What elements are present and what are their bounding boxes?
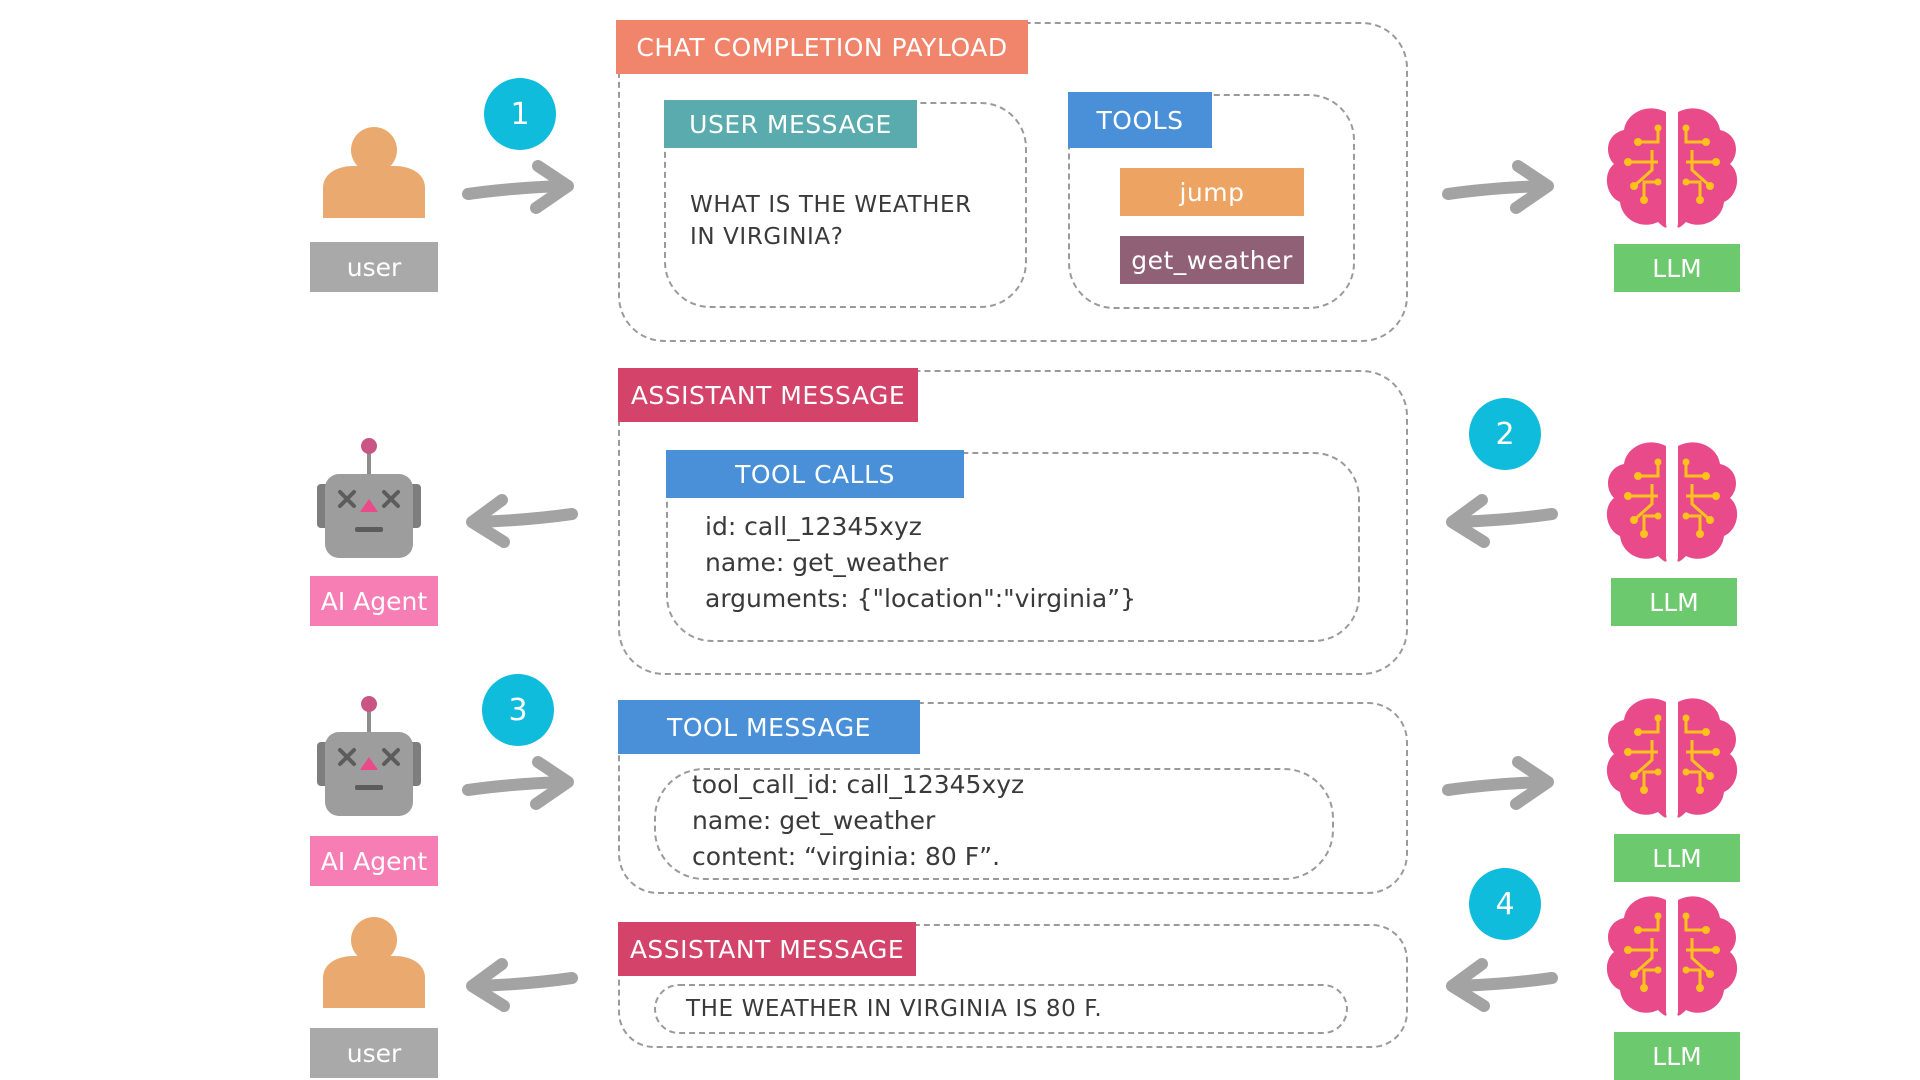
tool-message-content: content: “virginia: 80 F”. — [692, 842, 1001, 871]
ai-agent-label-3: AI Agent — [310, 836, 438, 886]
tool-message-container — [618, 702, 1408, 894]
arrow-right-icon — [1448, 166, 1548, 208]
step-3-badge: 3 — [482, 674, 554, 746]
step-1-badge: 1 — [484, 78, 556, 150]
user-message-line-1: WHAT IS THE WEATHER — [690, 192, 972, 218]
robot-icon — [315, 436, 423, 560]
arrow-right-icon — [1448, 762, 1548, 804]
tool-jump: jump — [1120, 168, 1304, 216]
user-message-line-2: IN VIRGINIA? — [690, 224, 844, 250]
tool-message-name: name: get_weather — [692, 806, 936, 835]
user-icon — [323, 917, 425, 1008]
payload-title: CHAT COMPLETION PAYLOAD — [616, 20, 1028, 74]
user-label-4: user — [310, 1028, 438, 1078]
brain-icon — [1605, 696, 1739, 820]
llm-label-1: LLM — [1614, 244, 1740, 292]
assistant-message-container — [618, 370, 1408, 675]
llm-label-4: LLM — [1614, 1032, 1740, 1080]
user-icon — [323, 127, 425, 218]
step-4-badge: 4 — [1469, 868, 1541, 940]
final-assistant-message-container — [618, 924, 1408, 1048]
tool-message-title: TOOL MESSAGE — [618, 700, 920, 754]
llm-label-2: LLM — [1611, 578, 1737, 626]
final-assistant-message-title: ASSISTANT MESSAGE — [618, 922, 916, 976]
ai-agent-label-2: AI Agent — [310, 576, 438, 626]
final-answer-container — [654, 984, 1348, 1034]
tool-message-content-container — [654, 768, 1334, 880]
arrow-right-icon — [468, 762, 568, 804]
arrow-left-icon — [472, 964, 572, 1006]
assistant-message-title: ASSISTANT MESSAGE — [618, 368, 918, 422]
tool-calls-title: TOOL CALLS — [666, 450, 964, 498]
tools-title: TOOLS — [1068, 92, 1212, 148]
tool-call-id: id: call_12345xyz — [705, 512, 922, 541]
robot-icon — [315, 694, 423, 818]
tool-call-arguments: arguments: {"location":"virginia”} — [705, 584, 1137, 613]
tool-get-weather: get_weather — [1120, 236, 1304, 284]
tool-calls-container — [666, 452, 1360, 642]
arrow-right-icon — [468, 166, 568, 208]
brain-icon — [1605, 106, 1739, 230]
arrow-left-icon — [1452, 500, 1552, 542]
user-message-title: USER MESSAGE — [664, 100, 917, 148]
arrow-left-icon — [472, 500, 572, 542]
tool-call-name: name: get_weather — [705, 548, 949, 577]
final-answer-text: THE WEATHER IN VIRGINIA IS 80 F. — [686, 996, 1103, 1022]
llm-label-3: LLM — [1614, 834, 1740, 882]
step-2-badge: 2 — [1469, 398, 1541, 470]
tool-message-call-id: tool_call_id: call_12345xyz — [692, 770, 1025, 799]
arrow-left-icon — [1452, 964, 1552, 1006]
brain-icon — [1605, 894, 1739, 1018]
brain-icon — [1605, 440, 1739, 564]
user-label-1: user — [310, 242, 438, 292]
